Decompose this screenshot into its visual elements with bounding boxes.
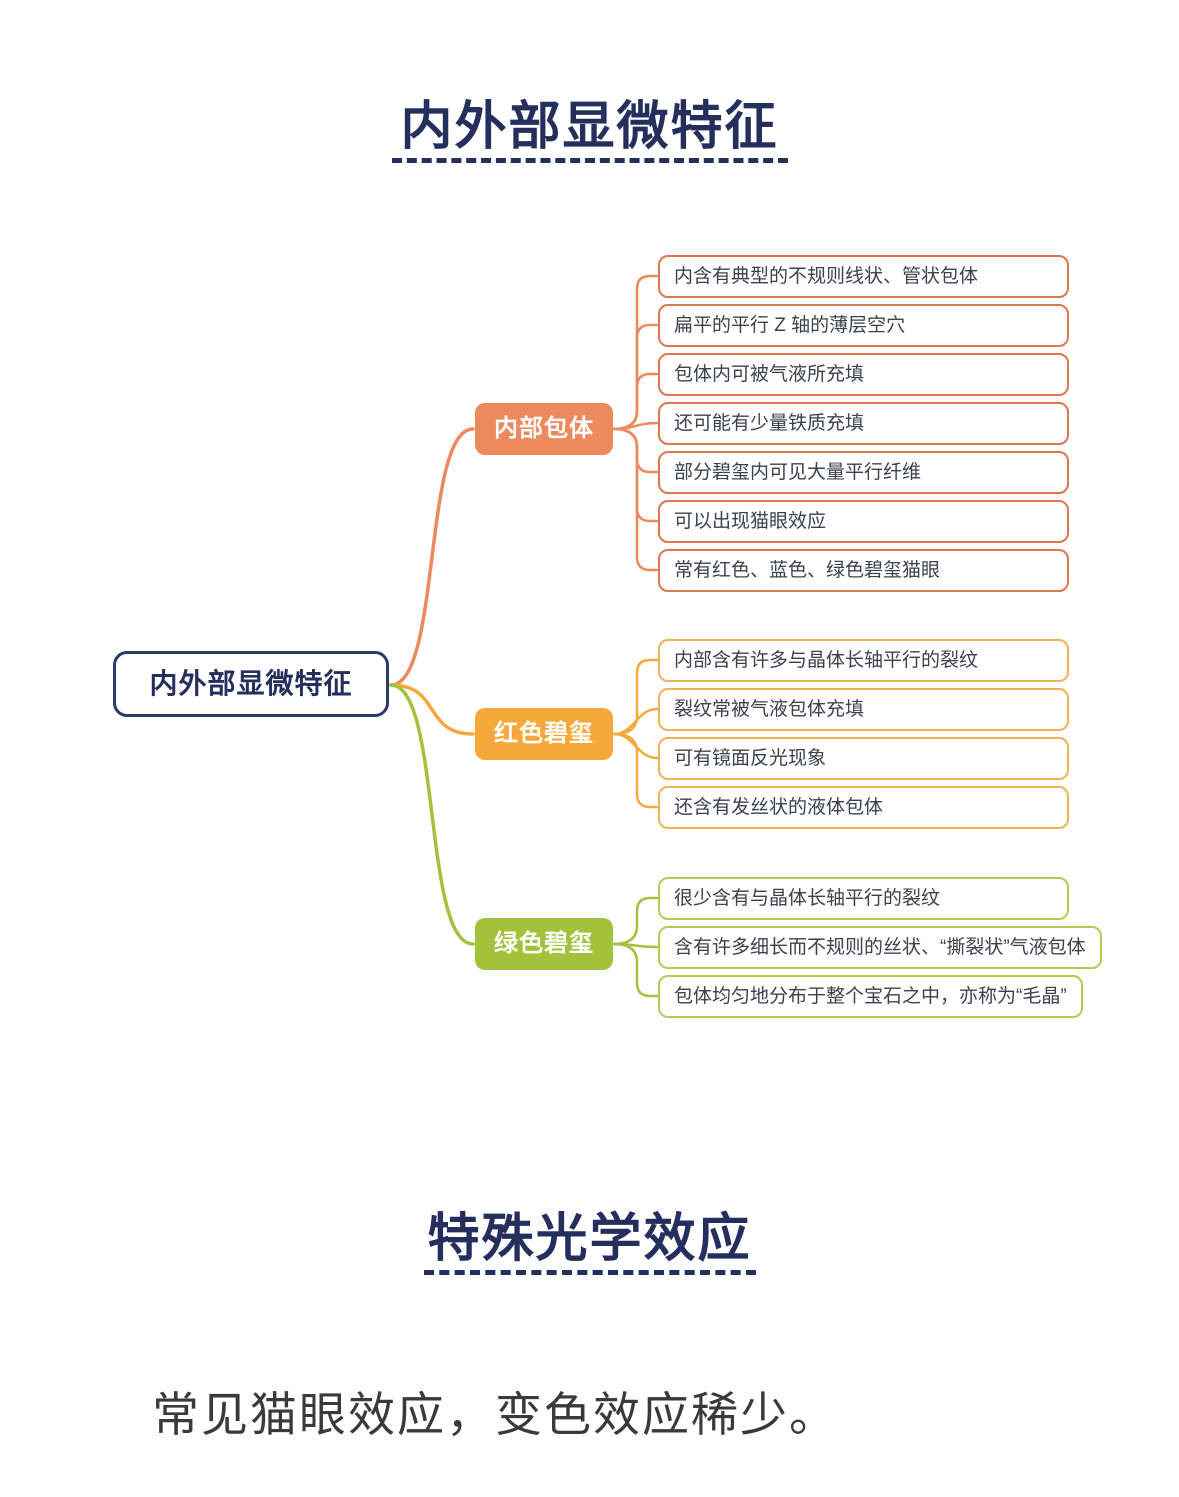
leaf-node: 内含有典型的不规则线状、管状包体 xyxy=(658,255,1069,298)
leaf-node: 还含有发丝状的液体包体 xyxy=(658,786,1069,829)
title-underline-2 xyxy=(423,1270,756,1275)
section-title-optical-effects: 特殊光学效应 xyxy=(427,1210,752,1268)
leaf-node: 包体均匀地分布于整个宝石之中，亦称为“毛晶” xyxy=(658,975,1083,1018)
leaf-node: 裂纹常被气液包体充填 xyxy=(658,688,1069,731)
leaf-node: 还可能有少量铁质充填 xyxy=(658,402,1069,445)
branch-node-green-tourmaline: 绿色碧玺 xyxy=(475,918,613,970)
leaf-node: 包体内可被气液所充填 xyxy=(658,353,1069,396)
leaf-node: 扁平的平行 Z 轴的薄层空穴 xyxy=(658,304,1069,347)
leaf-node: 含有许多细长而不规则的丝状、“撕裂状”气液包体 xyxy=(658,926,1102,969)
optical-effects-text: 常见猫眼效应，变色效应稀少。 xyxy=(152,1388,838,1441)
mindmap-root-node: 内外部显微特征 xyxy=(113,651,389,717)
leaf-node: 部分碧玺内可见大量平行纤维 xyxy=(658,451,1069,494)
leaf-node: 内部含有许多与晶体长轴平行的裂纹 xyxy=(658,639,1069,682)
title-underline-1 xyxy=(391,158,788,163)
leaf-node: 很少含有与晶体长轴平行的裂纹 xyxy=(658,877,1069,920)
leaf-node: 常有红色、蓝色、绿色碧玺猫眼 xyxy=(658,549,1069,592)
leaf-node: 可以出现猫眼效应 xyxy=(658,500,1069,543)
leaf-node: 可有镜面反光现象 xyxy=(658,737,1069,780)
branch-node-inner-inclusions: 内部包体 xyxy=(475,403,613,455)
section-title-microscopic-features: 内外部显微特征 xyxy=(400,98,779,156)
branch-node-red-tourmaline: 红色碧玺 xyxy=(475,708,613,760)
